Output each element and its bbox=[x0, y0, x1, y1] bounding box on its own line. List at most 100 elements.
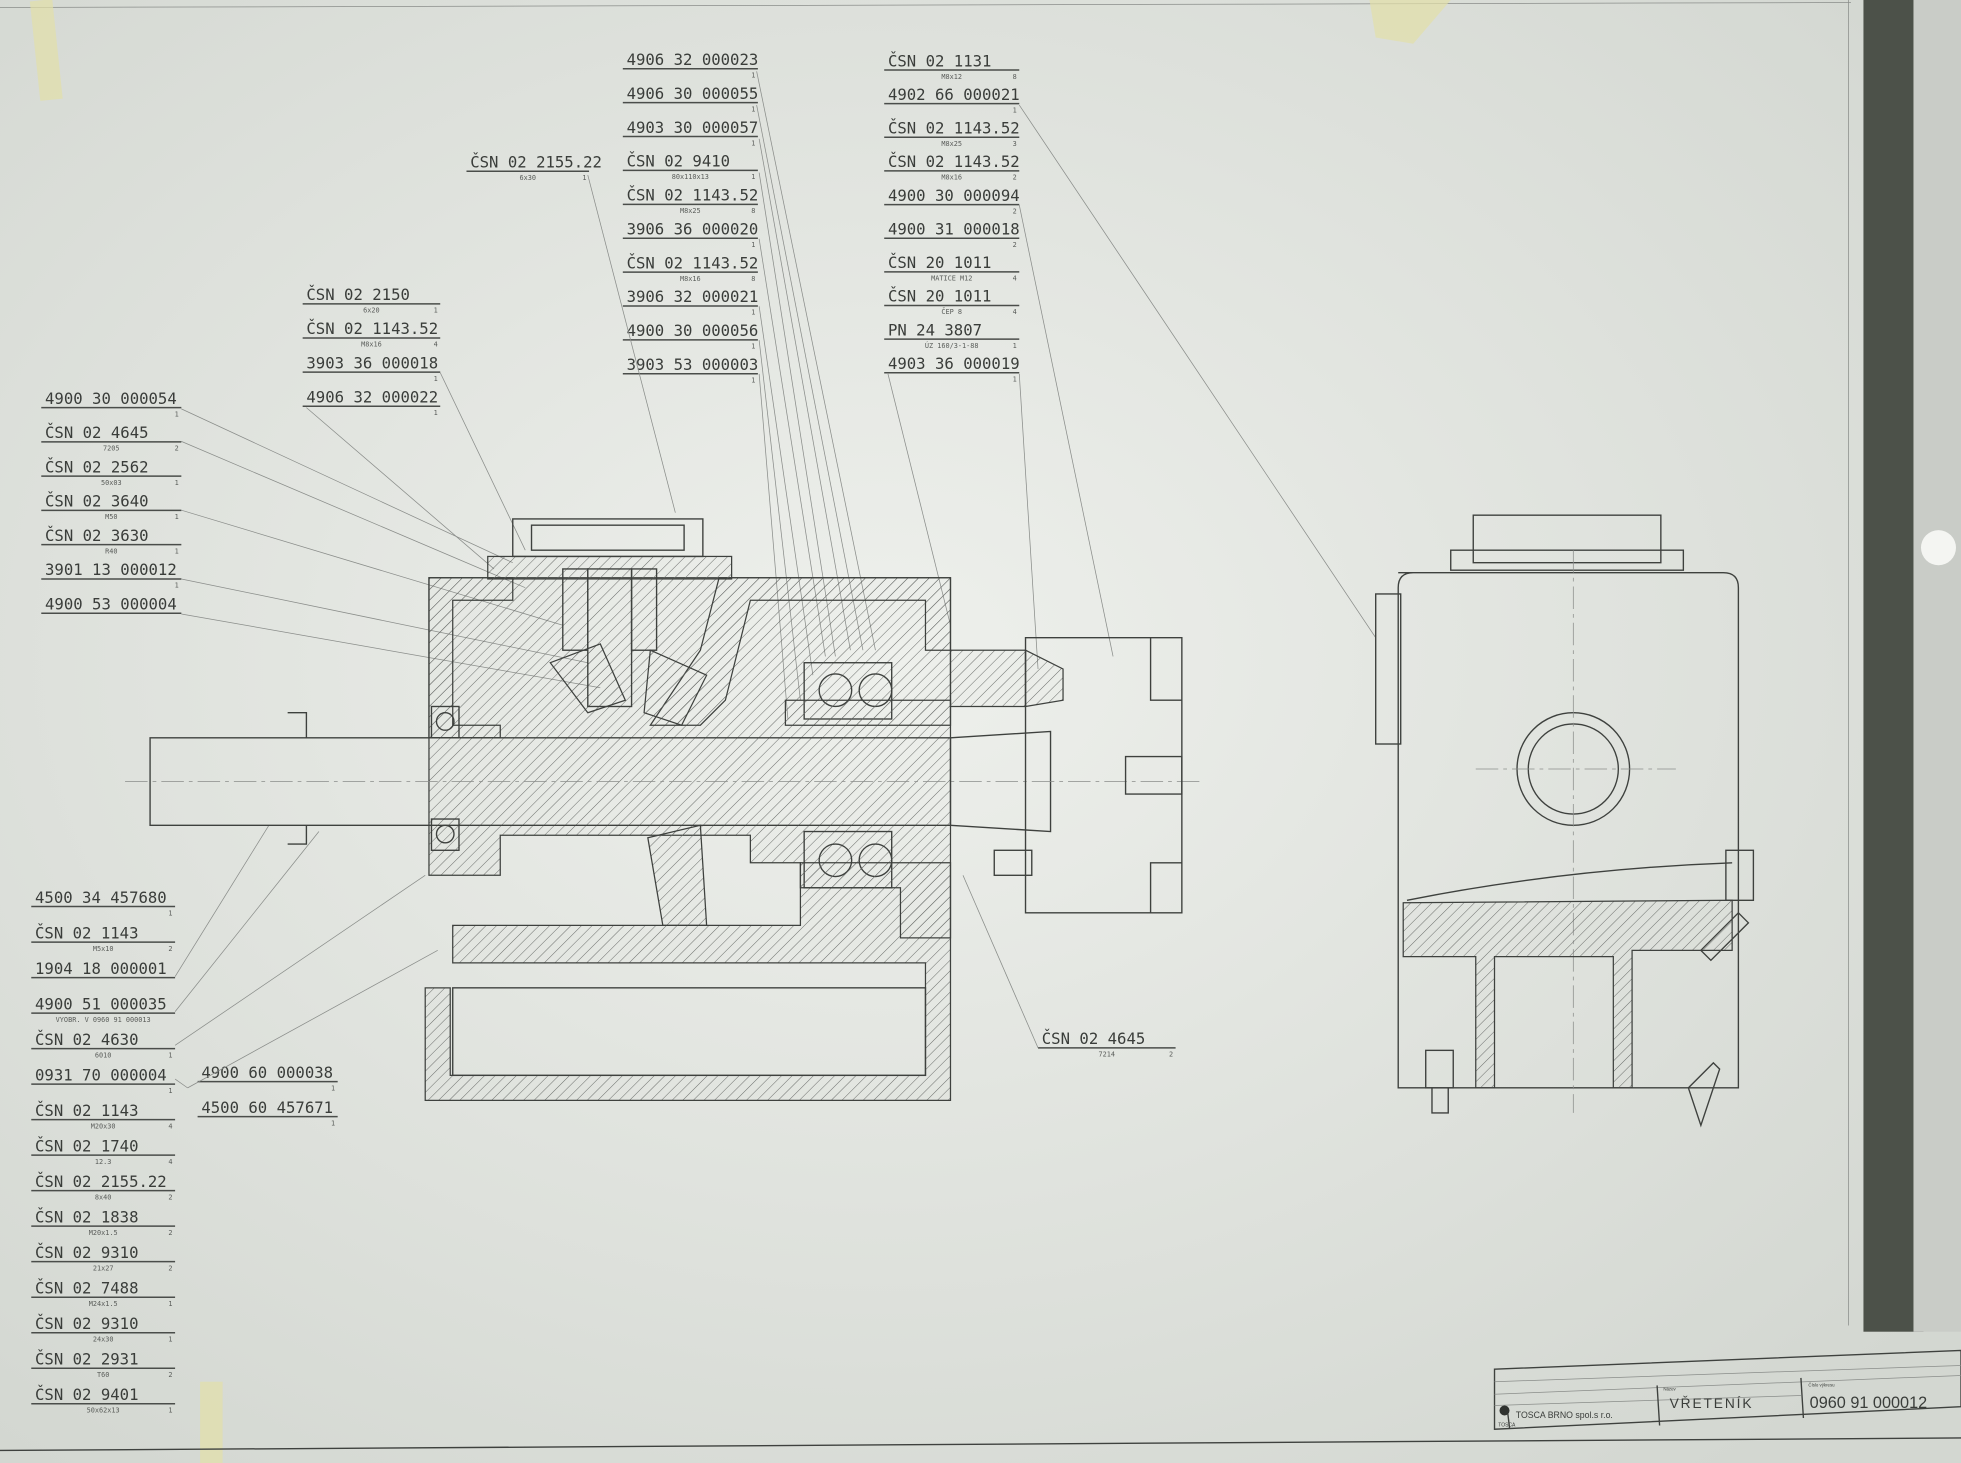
part-quantity: 2 bbox=[1169, 1051, 1173, 1059]
part-quantity: 2 bbox=[168, 1264, 172, 1272]
part-dimension: M8x12 bbox=[941, 73, 962, 81]
part-number: ČSN 20 1011 bbox=[888, 253, 991, 272]
part-number: ČSN 02 1143 bbox=[35, 923, 138, 942]
part-number: PN 24 3807 bbox=[888, 320, 982, 339]
part-label: 4900 53 000004 bbox=[41, 594, 182, 614]
part-dimension: 12.3 bbox=[95, 1158, 112, 1166]
tape-bottom bbox=[200, 1381, 223, 1463]
part-dimension: T60 bbox=[97, 1371, 109, 1379]
part-quantity: 2 bbox=[175, 445, 179, 453]
part-number: ČSN 02 2155.22 bbox=[35, 1172, 167, 1191]
tape-top-left bbox=[29, 0, 63, 101]
side-base-section bbox=[1402, 899, 1733, 1089]
part-dimension: ÚZ 160/3-1-88 bbox=[925, 341, 979, 350]
part-quantity: 1 bbox=[1013, 376, 1017, 384]
section-view bbox=[125, 518, 1201, 1102]
title-block: TOSCA TOSCA BRNO spol.s r.o. Název VŘETE… bbox=[0, 1349, 1961, 1452]
chuck bbox=[1024, 637, 1183, 914]
part-number: ČSN 02 9310 bbox=[35, 1243, 138, 1262]
part-quantity: 1 bbox=[751, 173, 755, 181]
part-number: ČSN 02 7488 bbox=[35, 1278, 138, 1297]
part-number: 4900 51 000035 bbox=[35, 994, 167, 1013]
name-field-label: Název bbox=[1663, 1386, 1676, 1391]
part-number: 1904 18 000001 bbox=[35, 959, 167, 978]
part-quantity: 1 bbox=[751, 309, 755, 317]
part-number: ČSN 02 9310 bbox=[35, 1314, 138, 1333]
part-number: ČSN 02 1143.52 bbox=[888, 119, 1020, 138]
part-quantity: 1 bbox=[175, 479, 179, 487]
part-label: 3903 36 000018 1 bbox=[302, 353, 441, 383]
part-quantity: 1 bbox=[331, 1084, 335, 1092]
part-dimension: 80x110x13 bbox=[672, 173, 709, 181]
part-dimension: M8x25 bbox=[680, 207, 701, 215]
part-quantity: 1 bbox=[168, 1087, 172, 1095]
part-number: 4900 60 000038 bbox=[201, 1063, 333, 1082]
part-quantity: 2 bbox=[168, 945, 172, 953]
part-quantity: 1 bbox=[434, 375, 438, 383]
part-dimension: ČEP 8 bbox=[941, 307, 962, 316]
part-number: 4900 30 000056 bbox=[627, 321, 759, 340]
punch-hole bbox=[1920, 530, 1956, 566]
part-number: ČSN 02 4645 bbox=[1042, 1029, 1145, 1048]
part-number: ČSN 02 9410 bbox=[627, 152, 730, 171]
part-dimension: 24x30 bbox=[93, 1335, 114, 1343]
part-number: ČSN 02 2931 bbox=[35, 1349, 138, 1368]
part-number: ČSN 02 1143.52 bbox=[627, 253, 759, 272]
part-number: 4500 34 457680 bbox=[35, 888, 167, 907]
frame-top-line bbox=[0, 2, 1851, 8]
part-quantity: 8 bbox=[1013, 73, 1017, 81]
part-dimension: 7214 bbox=[1099, 1051, 1116, 1059]
part-number: ČSN 02 9401 bbox=[35, 1385, 138, 1404]
part-quantity: 2 bbox=[1013, 174, 1017, 182]
oil-plug bbox=[1725, 849, 1755, 901]
part-dimension: MATICE M12 bbox=[931, 275, 972, 283]
drawing-number: 0960 91 000012 bbox=[1810, 1394, 1927, 1412]
part-quantity: 2 bbox=[168, 1229, 172, 1237]
part-dimension: M8x25 bbox=[941, 140, 962, 148]
part-number: 3903 36 000018 bbox=[306, 353, 438, 372]
part-dimension: 8x40 bbox=[95, 1193, 112, 1201]
bevel-gear bbox=[647, 824, 708, 926]
part-quantity: 1 bbox=[175, 513, 179, 521]
part-number: 3906 32 000021 bbox=[627, 287, 759, 306]
side-view bbox=[1375, 514, 1755, 1128]
part-quantity: 1 bbox=[175, 582, 179, 590]
part-quantity: 1 bbox=[751, 377, 755, 385]
part-dimension: M8x16 bbox=[361, 341, 382, 349]
part-number: 4900 53 000004 bbox=[45, 594, 177, 613]
part-dimension: M24x1.5 bbox=[89, 1300, 118, 1308]
part-quantity: 1 bbox=[751, 105, 755, 113]
drawing-name: VŘETENÍK bbox=[1670, 1395, 1754, 1411]
part-dimension: M5x10 bbox=[93, 945, 114, 953]
part-quantity: 4 bbox=[168, 1158, 172, 1166]
part-number: 4902 66 000021 bbox=[888, 85, 1020, 104]
nut bbox=[949, 649, 1027, 708]
part-number: 4500 60 457671 bbox=[201, 1098, 333, 1117]
part-dimension: 6010 bbox=[95, 1051, 112, 1059]
company-name: TOSCA BRNO spol.s r.o. bbox=[1516, 1410, 1613, 1420]
part-dimension: 7205 bbox=[103, 445, 120, 453]
part-number: ČSN 02 4630 bbox=[35, 1030, 138, 1049]
part-dimension: M8x16 bbox=[941, 174, 962, 182]
part-quantity: 1 bbox=[175, 547, 179, 555]
